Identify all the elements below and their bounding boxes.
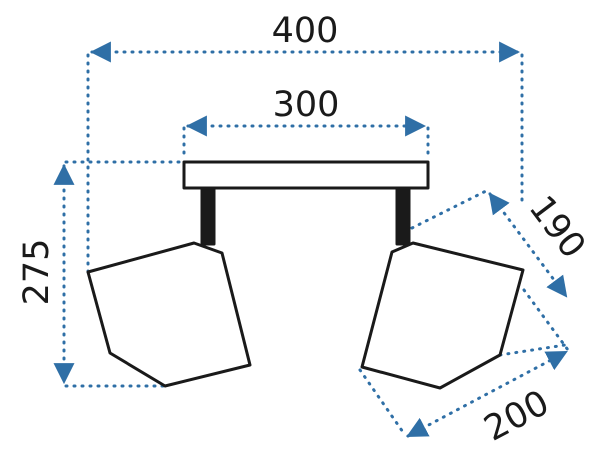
dim-line-shade-width <box>488 192 568 298</box>
dim-line-shade-depth <box>406 350 568 438</box>
ext-shade-top <box>410 188 490 230</box>
extension-lines <box>64 53 570 437</box>
label-height: 275 <box>17 239 57 306</box>
right-arm <box>395 186 411 246</box>
dimension-lines <box>53 41 568 438</box>
ext-shade-right <box>522 288 570 352</box>
left-arm <box>200 186 216 246</box>
label-overall-width: 400 <box>272 11 339 51</box>
ext-shade-left <box>358 368 407 437</box>
mounting-bar <box>182 160 430 190</box>
ext-shade-side <box>498 343 567 357</box>
right-shade <box>360 241 525 390</box>
left-shade <box>86 241 252 388</box>
lamp <box>86 160 525 390</box>
label-bar-width: 300 <box>273 85 340 125</box>
label-shade-width: 190 <box>521 189 593 266</box>
label-shade-depth: 200 <box>478 383 556 450</box>
